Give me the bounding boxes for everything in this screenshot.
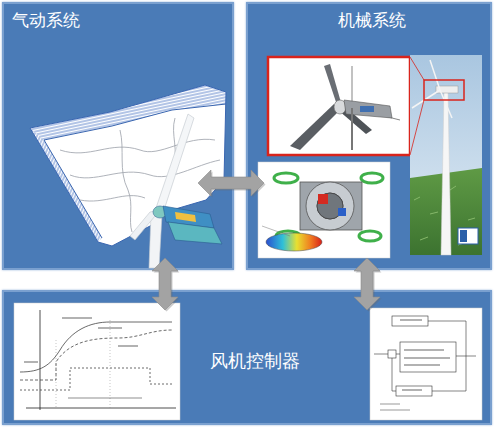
panel-title: 机械系统	[338, 10, 406, 30]
double-arrow	[354, 258, 380, 310]
double-arrow	[152, 258, 178, 310]
panel-title: 气动系统	[12, 10, 80, 30]
double-arrow	[198, 170, 264, 196]
panel-title: 风机控制器	[210, 350, 300, 372]
